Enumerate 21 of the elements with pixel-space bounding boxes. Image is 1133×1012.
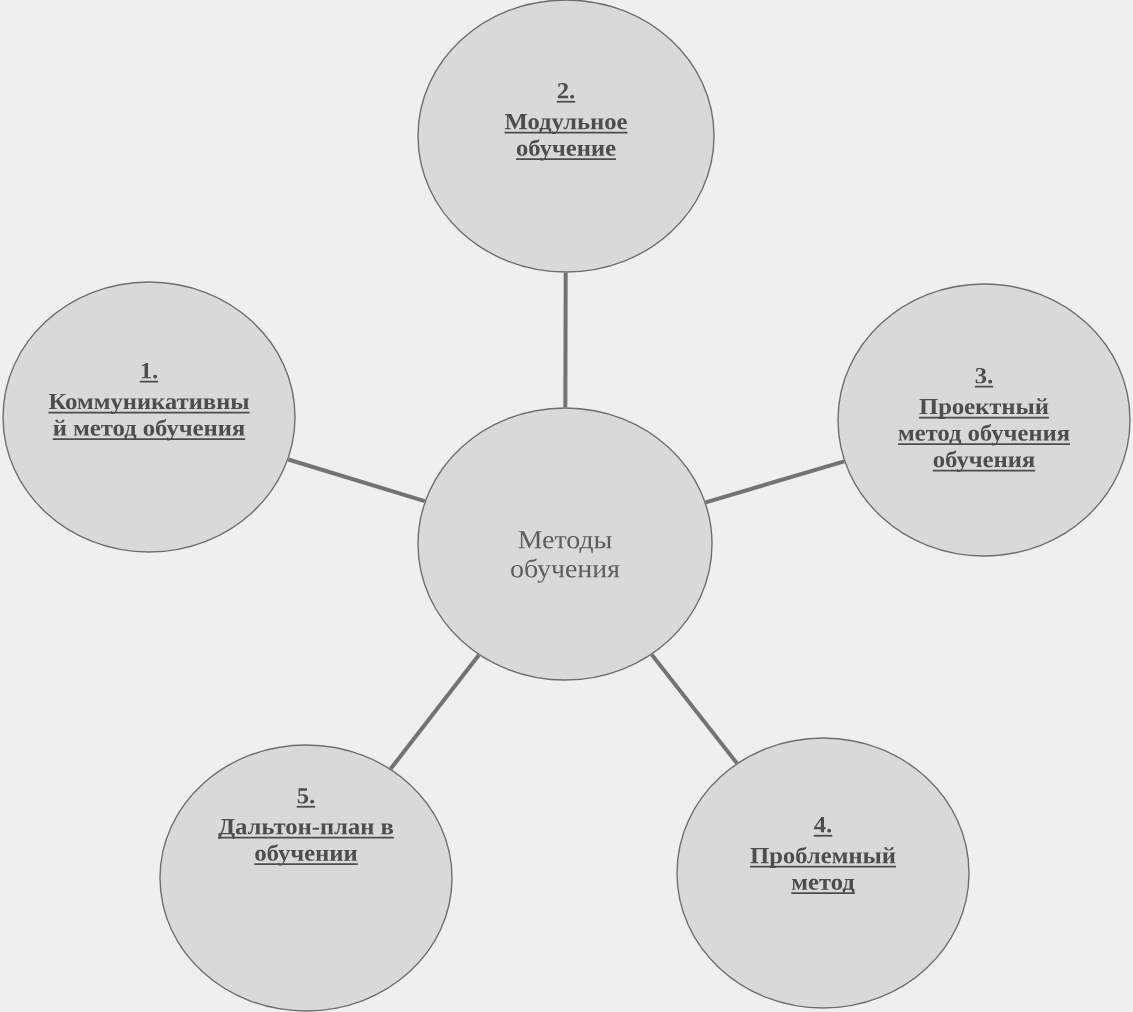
method-circle [2,281,296,553]
item-number: 2. [555,83,577,103]
connector-line [650,653,739,765]
method-circle [159,744,453,1012]
item-number: 3. [973,367,995,388]
item-number: 4. [812,817,834,837]
center-label: Методы обучения [511,531,620,583]
item-number: 1. [138,362,160,383]
center-circle [417,407,713,681]
connector-line [287,457,426,504]
method-title: Проблемный метод [749,846,897,895]
item-number: 5. [295,788,317,808]
connector-line [705,459,845,505]
method-circle [837,283,1131,557]
connector-line [563,272,568,408]
method-circle [676,737,970,1009]
method-title: Дальтон-план в обучении [217,819,395,866]
method-title: Модульное обучение [503,114,629,161]
method-title: Проектный метод обучения обучения [897,398,1071,472]
method-title: Коммуникативны й метод обучения [47,394,251,441]
connector-line [389,653,481,771]
